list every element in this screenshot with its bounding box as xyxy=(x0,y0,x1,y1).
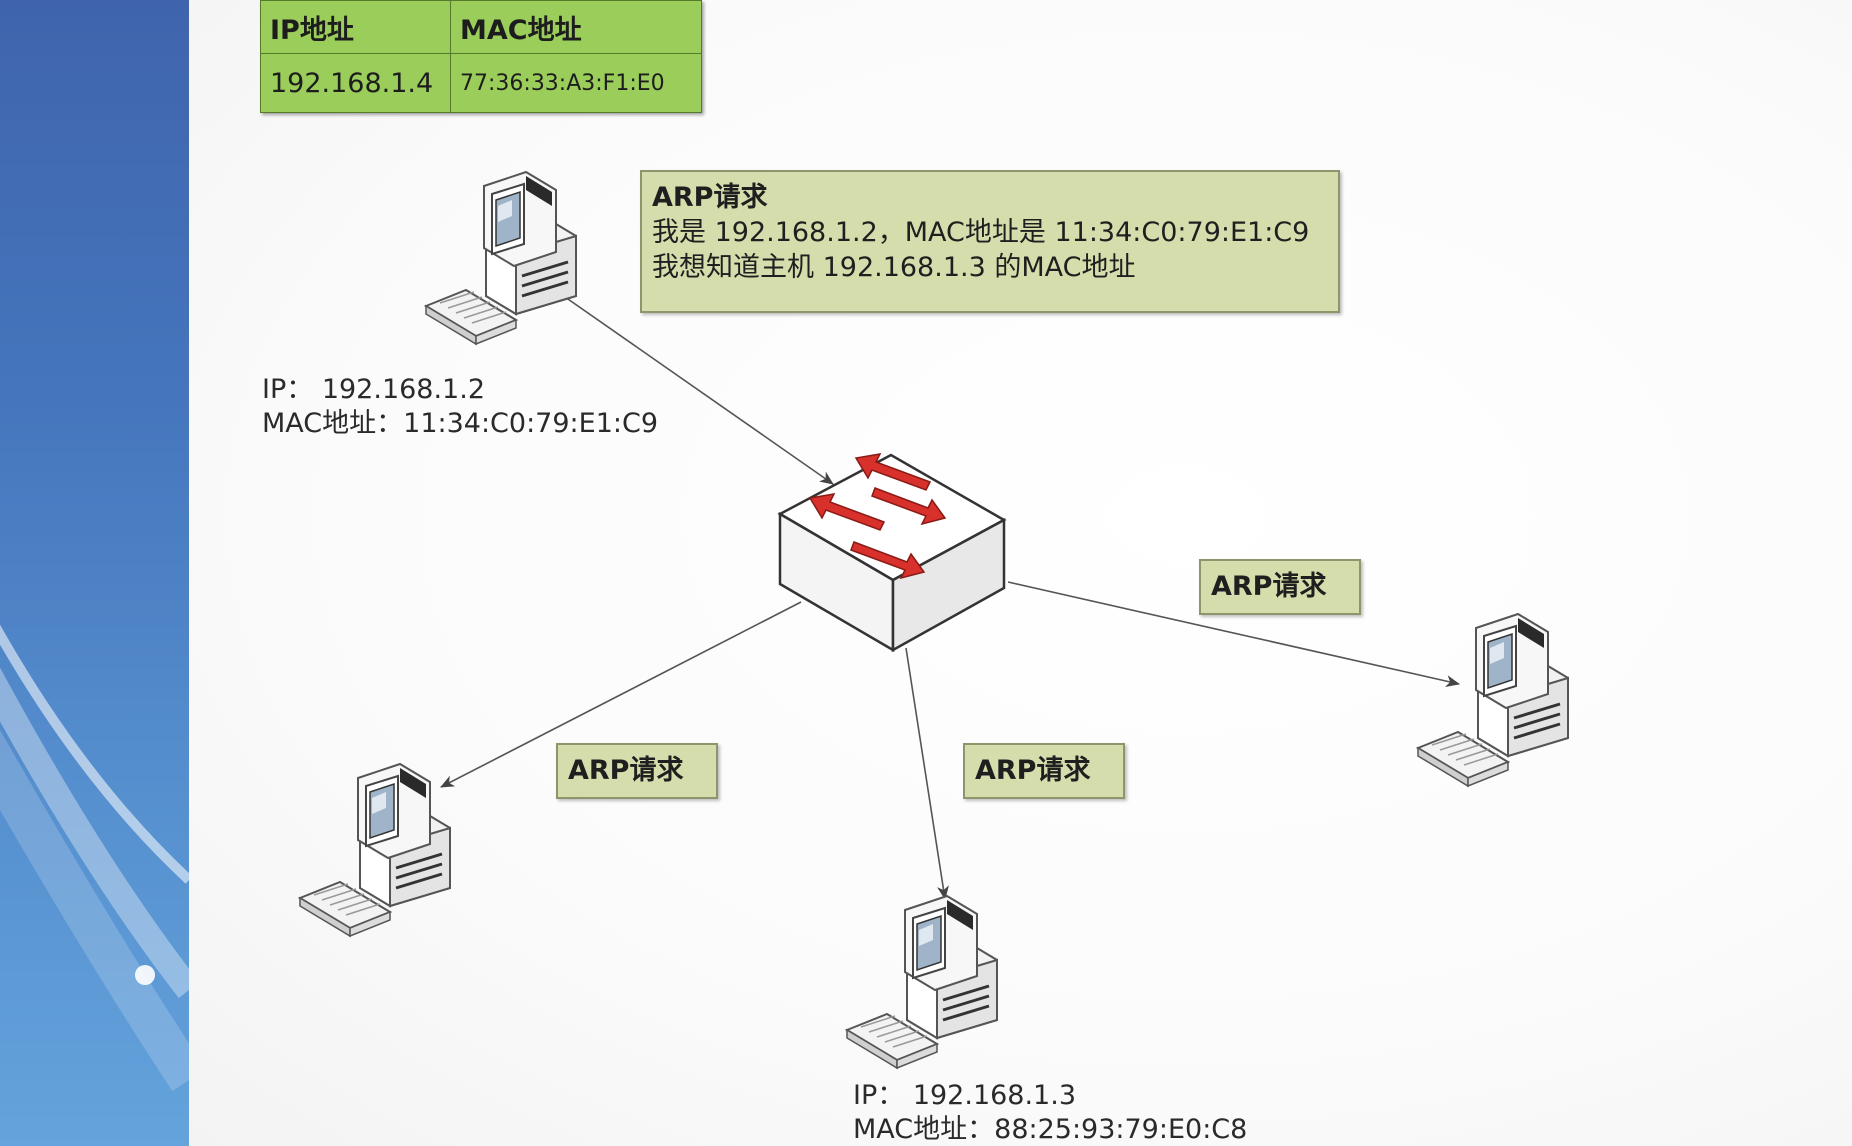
arp-request-tag-right: ARP请求 xyxy=(1199,559,1361,615)
computer-icon[interactable] xyxy=(298,762,452,938)
computer-icon[interactable] xyxy=(845,894,999,1070)
link-switch-to-target xyxy=(905,647,949,900)
link-switch-to-host-right xyxy=(1007,581,1460,687)
target-host-label: IP： 192.168.1.3 MAC地址：88:25:93:79:E0:C8 xyxy=(853,1079,1247,1146)
sender-host-label: IP： 192.168.1.2 MAC地址：11:34:C0:79:E1:C9 xyxy=(262,373,658,441)
link-sender-to-switch xyxy=(554,289,834,485)
cell-ip: 192.168.1.4 xyxy=(260,53,451,113)
arp-request-tag-left: ARP请求 xyxy=(556,743,718,799)
target-ip: IP： 192.168.1.3 xyxy=(853,1080,1077,1111)
column-header-mac: MAC地址 xyxy=(450,0,702,54)
decorative-swoosh xyxy=(0,624,189,1092)
sender-mac: MAC地址：11:34:C0:79:E1:C9 xyxy=(262,408,658,439)
column-header-ip: IP地址 xyxy=(260,0,451,54)
request-line-2: 我想知道主机 192.168.1.3 的MAC地址 xyxy=(652,252,1136,283)
arp-request-callout: ARP请求 我是 192.168.1.2，MAC地址是 11:34:C0:79:… xyxy=(640,170,1340,313)
arp-cache-table: IP地址 MAC地址 192.168.1.4 77:36:33:A3:F1:E0 xyxy=(260,0,702,113)
arp-request-tag-middle: ARP请求 xyxy=(963,743,1125,799)
table-row: 192.168.1.4 77:36:33:A3:F1:E0 xyxy=(260,53,702,113)
computer-icon[interactable] xyxy=(1416,612,1570,788)
cell-mac: 77:36:33:A3:F1:E0 xyxy=(450,53,702,113)
sender-ip: IP： 192.168.1.2 xyxy=(262,374,486,405)
request-title: ARP请求 xyxy=(652,182,768,213)
request-line-1: 我是 192.168.1.2，MAC地址是 11:34:C0:79:E1:C9 xyxy=(652,217,1310,248)
network-switch-icon xyxy=(777,453,1007,653)
link-switch-to-host-left xyxy=(440,601,802,788)
target-mac: MAC地址：88:25:93:79:E0:C8 xyxy=(853,1114,1248,1145)
computer-icon[interactable] xyxy=(424,170,578,346)
table-header-row: IP地址 MAC地址 xyxy=(260,0,702,54)
decorative-left-strip xyxy=(0,0,189,1146)
